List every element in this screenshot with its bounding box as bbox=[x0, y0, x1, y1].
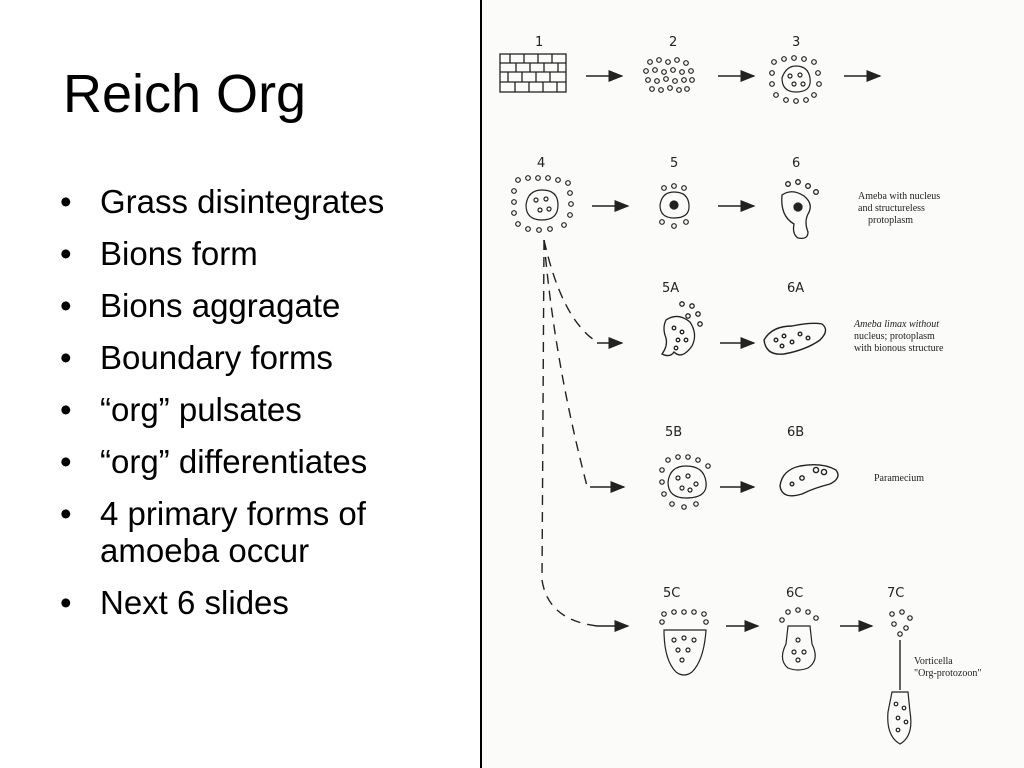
stage-label: 5B bbox=[665, 425, 682, 440]
caption-text: "Org-protozoon" bbox=[914, 668, 981, 679]
bullet-item: • Boundary forms bbox=[60, 339, 465, 376]
branch-lines bbox=[541, 239, 598, 627]
caption-text: nucleus; protoplasm bbox=[854, 331, 935, 342]
paramecium-drawing bbox=[779, 463, 839, 497]
vorticella-drawing bbox=[887, 609, 913, 745]
figure-svg: 1 2 3 4 5 6 bbox=[499, 35, 981, 745]
caption-text: with bionous structure bbox=[854, 343, 944, 354]
bullet-marker: • bbox=[60, 287, 72, 324]
stage-label: 6C bbox=[786, 586, 803, 601]
bion-funnel-drawing bbox=[659, 609, 709, 676]
ameba-nucleus-drawing bbox=[781, 179, 819, 240]
grass-cells-drawing bbox=[499, 53, 567, 93]
caption-text: Vorticella bbox=[914, 656, 953, 667]
caption-text: Paramecium bbox=[874, 473, 924, 484]
bullet-text: Bions aggragate bbox=[100, 287, 341, 324]
bullet-text: Grass disintegrates bbox=[100, 183, 385, 220]
bion-ameba-drawing bbox=[661, 301, 703, 357]
caption-text: Ameba limax without bbox=[853, 319, 939, 330]
bullet-item: • Next 6 slides bbox=[60, 584, 465, 621]
bullet-marker: • bbox=[60, 584, 72, 621]
stage-label: 2 bbox=[669, 35, 677, 50]
bullet-item: • Bions form bbox=[60, 235, 465, 272]
bullet-item: • 4 primary forms of amoeba occur bbox=[60, 495, 465, 569]
stage-label: 5C bbox=[663, 586, 680, 601]
stage-label: 6 bbox=[792, 156, 800, 171]
bion-paramecium-stage-drawing bbox=[659, 454, 711, 510]
bullet-marker: • bbox=[60, 183, 72, 220]
stage-label: 1 bbox=[535, 35, 543, 50]
bullet-text: 4 primary forms of amoeba occur bbox=[100, 495, 366, 569]
bullet-marker: • bbox=[60, 339, 72, 376]
bullet-item: • Bions aggragate bbox=[60, 287, 465, 324]
bion-aggregate-drawing bbox=[769, 55, 822, 104]
bullet-marker: • bbox=[60, 391, 72, 428]
stage-label: 5A bbox=[662, 281, 679, 296]
stage-label: 6B bbox=[787, 425, 804, 440]
caption-text: Ameba with nucleus bbox=[858, 191, 940, 202]
bullet-marker: • bbox=[60, 495, 72, 532]
bion-vesicle-drawing bbox=[511, 175, 574, 233]
bullet-marker: • bbox=[60, 443, 72, 480]
bullet-text: “org” differentiates bbox=[100, 443, 368, 480]
slide-title: Reich Org bbox=[63, 64, 307, 124]
ameba-limax-drawing bbox=[763, 322, 827, 355]
org-development-figure: 1 2 3 4 5 6 bbox=[482, 0, 1024, 768]
bullet-item: • “org” differentiates bbox=[60, 443, 465, 480]
nucleated-cell-drawing bbox=[659, 183, 690, 229]
bullet-list: • Grass disintegrates • Bions form • Bions … bbox=[60, 183, 465, 636]
stage-label: 3 bbox=[792, 35, 800, 50]
bullet-text: “org” pulsates bbox=[100, 391, 302, 428]
text-panel: Reich Org • Grass disintegrates • Bions fo… bbox=[0, 0, 480, 768]
bullet-text: Boundary forms bbox=[100, 339, 333, 376]
stage-label: 4 bbox=[537, 156, 545, 171]
bullet-text: Bions form bbox=[100, 235, 258, 272]
stage-label: 5 bbox=[670, 156, 678, 171]
caption-text: protoplasm bbox=[868, 215, 913, 226]
stage-label: 6A bbox=[787, 281, 804, 296]
bullet-item: • “org” pulsates bbox=[60, 391, 465, 428]
bullet-text: Next 6 slides bbox=[100, 584, 289, 621]
caption-text: and structureless bbox=[858, 203, 925, 214]
bullet-marker: • bbox=[60, 235, 72, 272]
vorticella-stage-drawing bbox=[779, 607, 819, 671]
bullet-item: • Grass disintegrates bbox=[60, 183, 465, 220]
stage-label: 7C bbox=[887, 586, 904, 601]
panel-divider bbox=[480, 0, 482, 768]
bion-cluster-drawing bbox=[643, 57, 695, 93]
